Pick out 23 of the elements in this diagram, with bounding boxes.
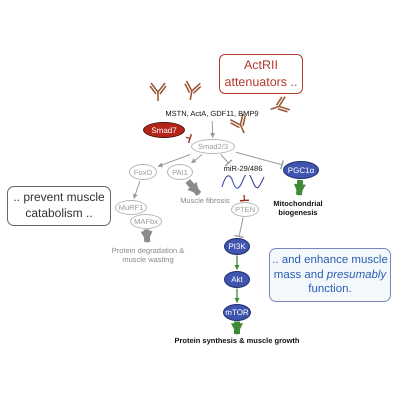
- protein-ellipse: PGC1α: [283, 161, 319, 179]
- protein-ellipse: Smad7: [143, 122, 185, 138]
- arrow: [231, 322, 243, 336]
- protein-ellipse: Akt: [224, 270, 250, 288]
- inhibition-line: [236, 152, 284, 170]
- arrow: [190, 154, 203, 164]
- note-box: .. and enhance muscle mass and presumably function.: [269, 248, 391, 302]
- protein-ellipse: PI3K: [224, 238, 250, 254]
- callout-box: ActRII attenuators ..: [219, 54, 303, 94]
- inhibition-line: [220, 154, 233, 167]
- inhibition-line: [234, 217, 244, 238]
- arrow: [234, 288, 240, 303]
- inhibition-line: [239, 194, 250, 202]
- arrow: [185, 179, 202, 196]
- arrow: [140, 229, 153, 244]
- inhibition-line: [186, 133, 192, 144]
- arrow: [234, 256, 240, 270]
- arrow: [294, 180, 306, 196]
- arrow: [133, 180, 140, 199]
- arrow: [210, 120, 216, 138]
- note-box: .. prevent muscle catabolism ..: [7, 186, 111, 226]
- protein-ellipse: mTOR: [223, 304, 251, 320]
- arrow: [158, 154, 191, 168]
